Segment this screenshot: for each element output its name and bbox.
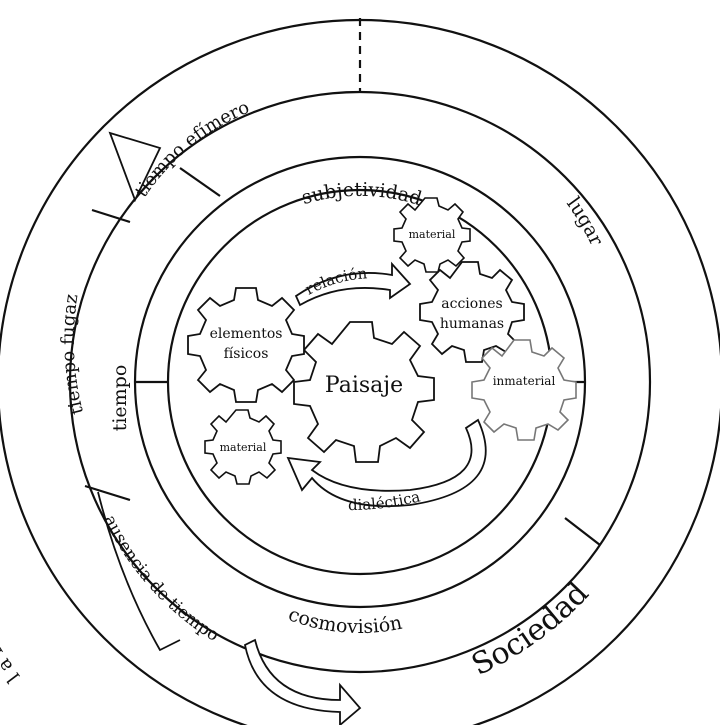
gear-paisaje	[293, 321, 435, 463]
human-actions-label-line2: humanas	[440, 316, 504, 332]
gear-material-top	[393, 197, 471, 273]
bracket-top	[108, 131, 162, 203]
divider-fleeting	[91, 208, 131, 224]
society-label: Sociedad	[466, 576, 595, 683]
relation-label: relación	[302, 264, 368, 298]
physical-label-line2: físicos	[224, 346, 269, 362]
time-label: tiempo	[109, 365, 131, 432]
gear-material-bottom	[204, 409, 282, 485]
divider-lower-right	[564, 517, 601, 546]
immaterial-label: inmaterial	[493, 374, 556, 388]
center-label: Paisaje	[325, 373, 403, 398]
divider-ephemeral	[179, 167, 221, 197]
physical-label-line1: elementos	[210, 326, 283, 342]
gear-physical-elements	[187, 287, 305, 403]
bracket-bottom	[97, 491, 181, 652]
long-duration-arrow	[243, 638, 362, 725]
worldview-label: cosmovisión	[285, 603, 403, 638]
material-bottom-label: material	[220, 441, 267, 454]
subjectivity-label: subjetividad	[299, 179, 424, 210]
relation-arrow	[294, 261, 412, 307]
material-top-label: material	[409, 228, 456, 241]
long-duration-label: l a r g a d u r a c i ó n	[0, 484, 24, 687]
absence-time-label: ausencia de tiempo	[99, 512, 222, 646]
human-actions-label-line1: acciones	[441, 296, 502, 312]
dialectic-arrow	[286, 418, 487, 508]
divider-lower-left	[84, 484, 131, 502]
gear-immaterial	[471, 339, 577, 441]
fleeting-time-label: tiempo fugaz	[58, 293, 88, 417]
